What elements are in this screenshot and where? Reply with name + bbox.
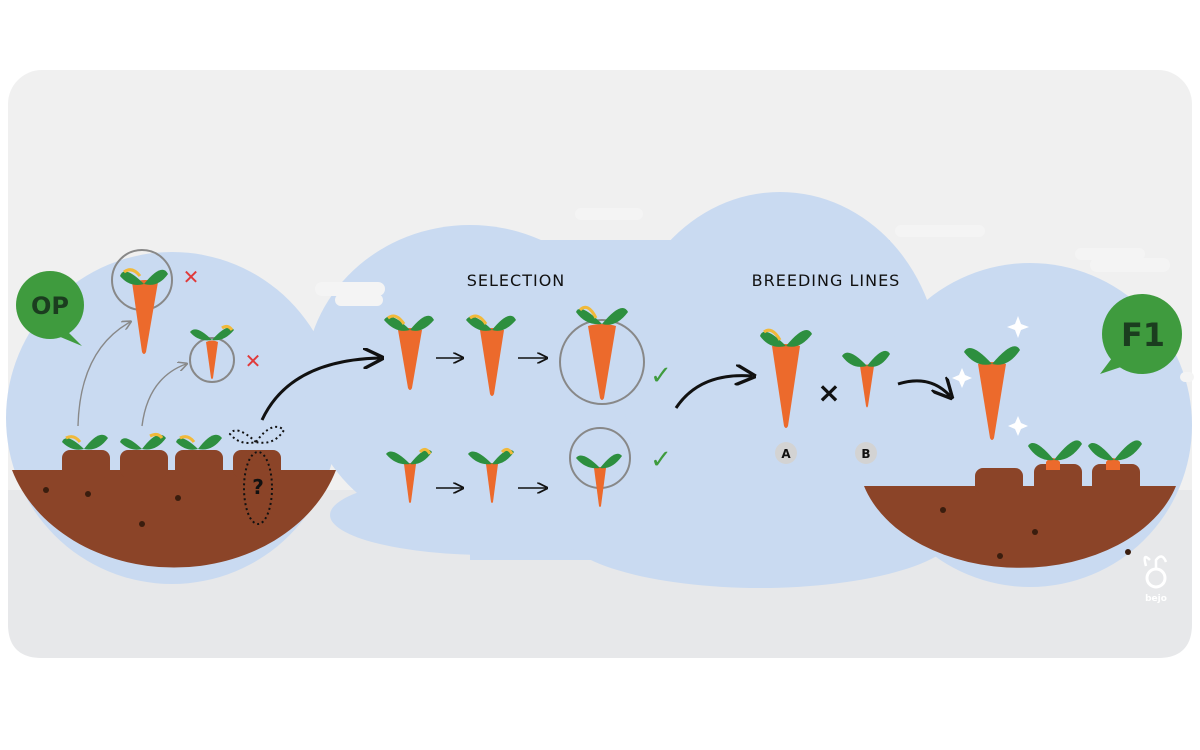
selection-carrot-bottom-3: [576, 453, 622, 507]
accept-mark-2: ✓: [650, 445, 672, 475]
selection-carrot-bottom-2: [468, 447, 514, 503]
f1-badge: [1100, 294, 1182, 374]
selection-carrot-top-1: [384, 314, 434, 390]
rejected-highlight-circle-2: [189, 337, 235, 383]
reject-mark-2: ✕: [245, 349, 262, 373]
selection-arrow-gray-2: [141, 364, 186, 427]
soil-pebbles: [43, 487, 1131, 559]
bejo-logo-icon: [1143, 555, 1168, 589]
f1-sprout-2: [1088, 440, 1142, 470]
selection-carrot-bottom-1: [386, 447, 432, 503]
line-a-label: A: [781, 447, 791, 461]
unknown-plant: [228, 426, 286, 525]
sparkle-icon: [952, 316, 1029, 436]
selection-arrow-gray-1: [77, 322, 130, 427]
arrow-to-f1: [897, 381, 950, 396]
soil-bowl-right: [864, 486, 1176, 568]
op-label: OP: [31, 292, 69, 320]
selection-carrot-top-2: [466, 314, 516, 396]
bejo-logo-text: bejo: [1145, 594, 1167, 604]
breeding-line-a-carrot: [760, 328, 812, 428]
selection-carrot-top-3: [576, 305, 628, 400]
f1-label: F1: [1121, 316, 1165, 354]
selection-heading: SELECTION: [467, 271, 566, 290]
line-a-badge: [775, 442, 797, 464]
op-sprout-1: [62, 434, 108, 450]
arrow-to-selection: [260, 358, 380, 421]
accept-mark-1: ✓: [650, 361, 672, 391]
breeding-lines-heading: BREEDING LINES: [752, 271, 901, 290]
op-sprout-3: [176, 434, 222, 450]
reject-mark-1: ✕: [183, 265, 200, 289]
line-b-badge: [855, 442, 877, 464]
op-sprout-2: [120, 432, 166, 450]
rejected-carrot-1: [120, 268, 168, 354]
rejected-carrot-2: [190, 324, 234, 379]
cross-symbol: ×: [817, 376, 840, 409]
line-b-label: B: [861, 447, 870, 461]
breeding-line-b-carrot: [842, 350, 890, 408]
unknown-question-mark: ?: [252, 475, 264, 499]
f1-hybrid-carrot: [964, 346, 1020, 440]
soil-mounds: [62, 450, 1140, 494]
op-badge: [16, 271, 84, 346]
f1-sprout-1: [1028, 440, 1082, 470]
arrow-to-breeding-lines: [674, 376, 752, 409]
soil-bowl-left: [12, 470, 336, 568]
cloud-streaks: [315, 208, 1194, 382]
selected-highlight-circle-top: [559, 319, 645, 405]
